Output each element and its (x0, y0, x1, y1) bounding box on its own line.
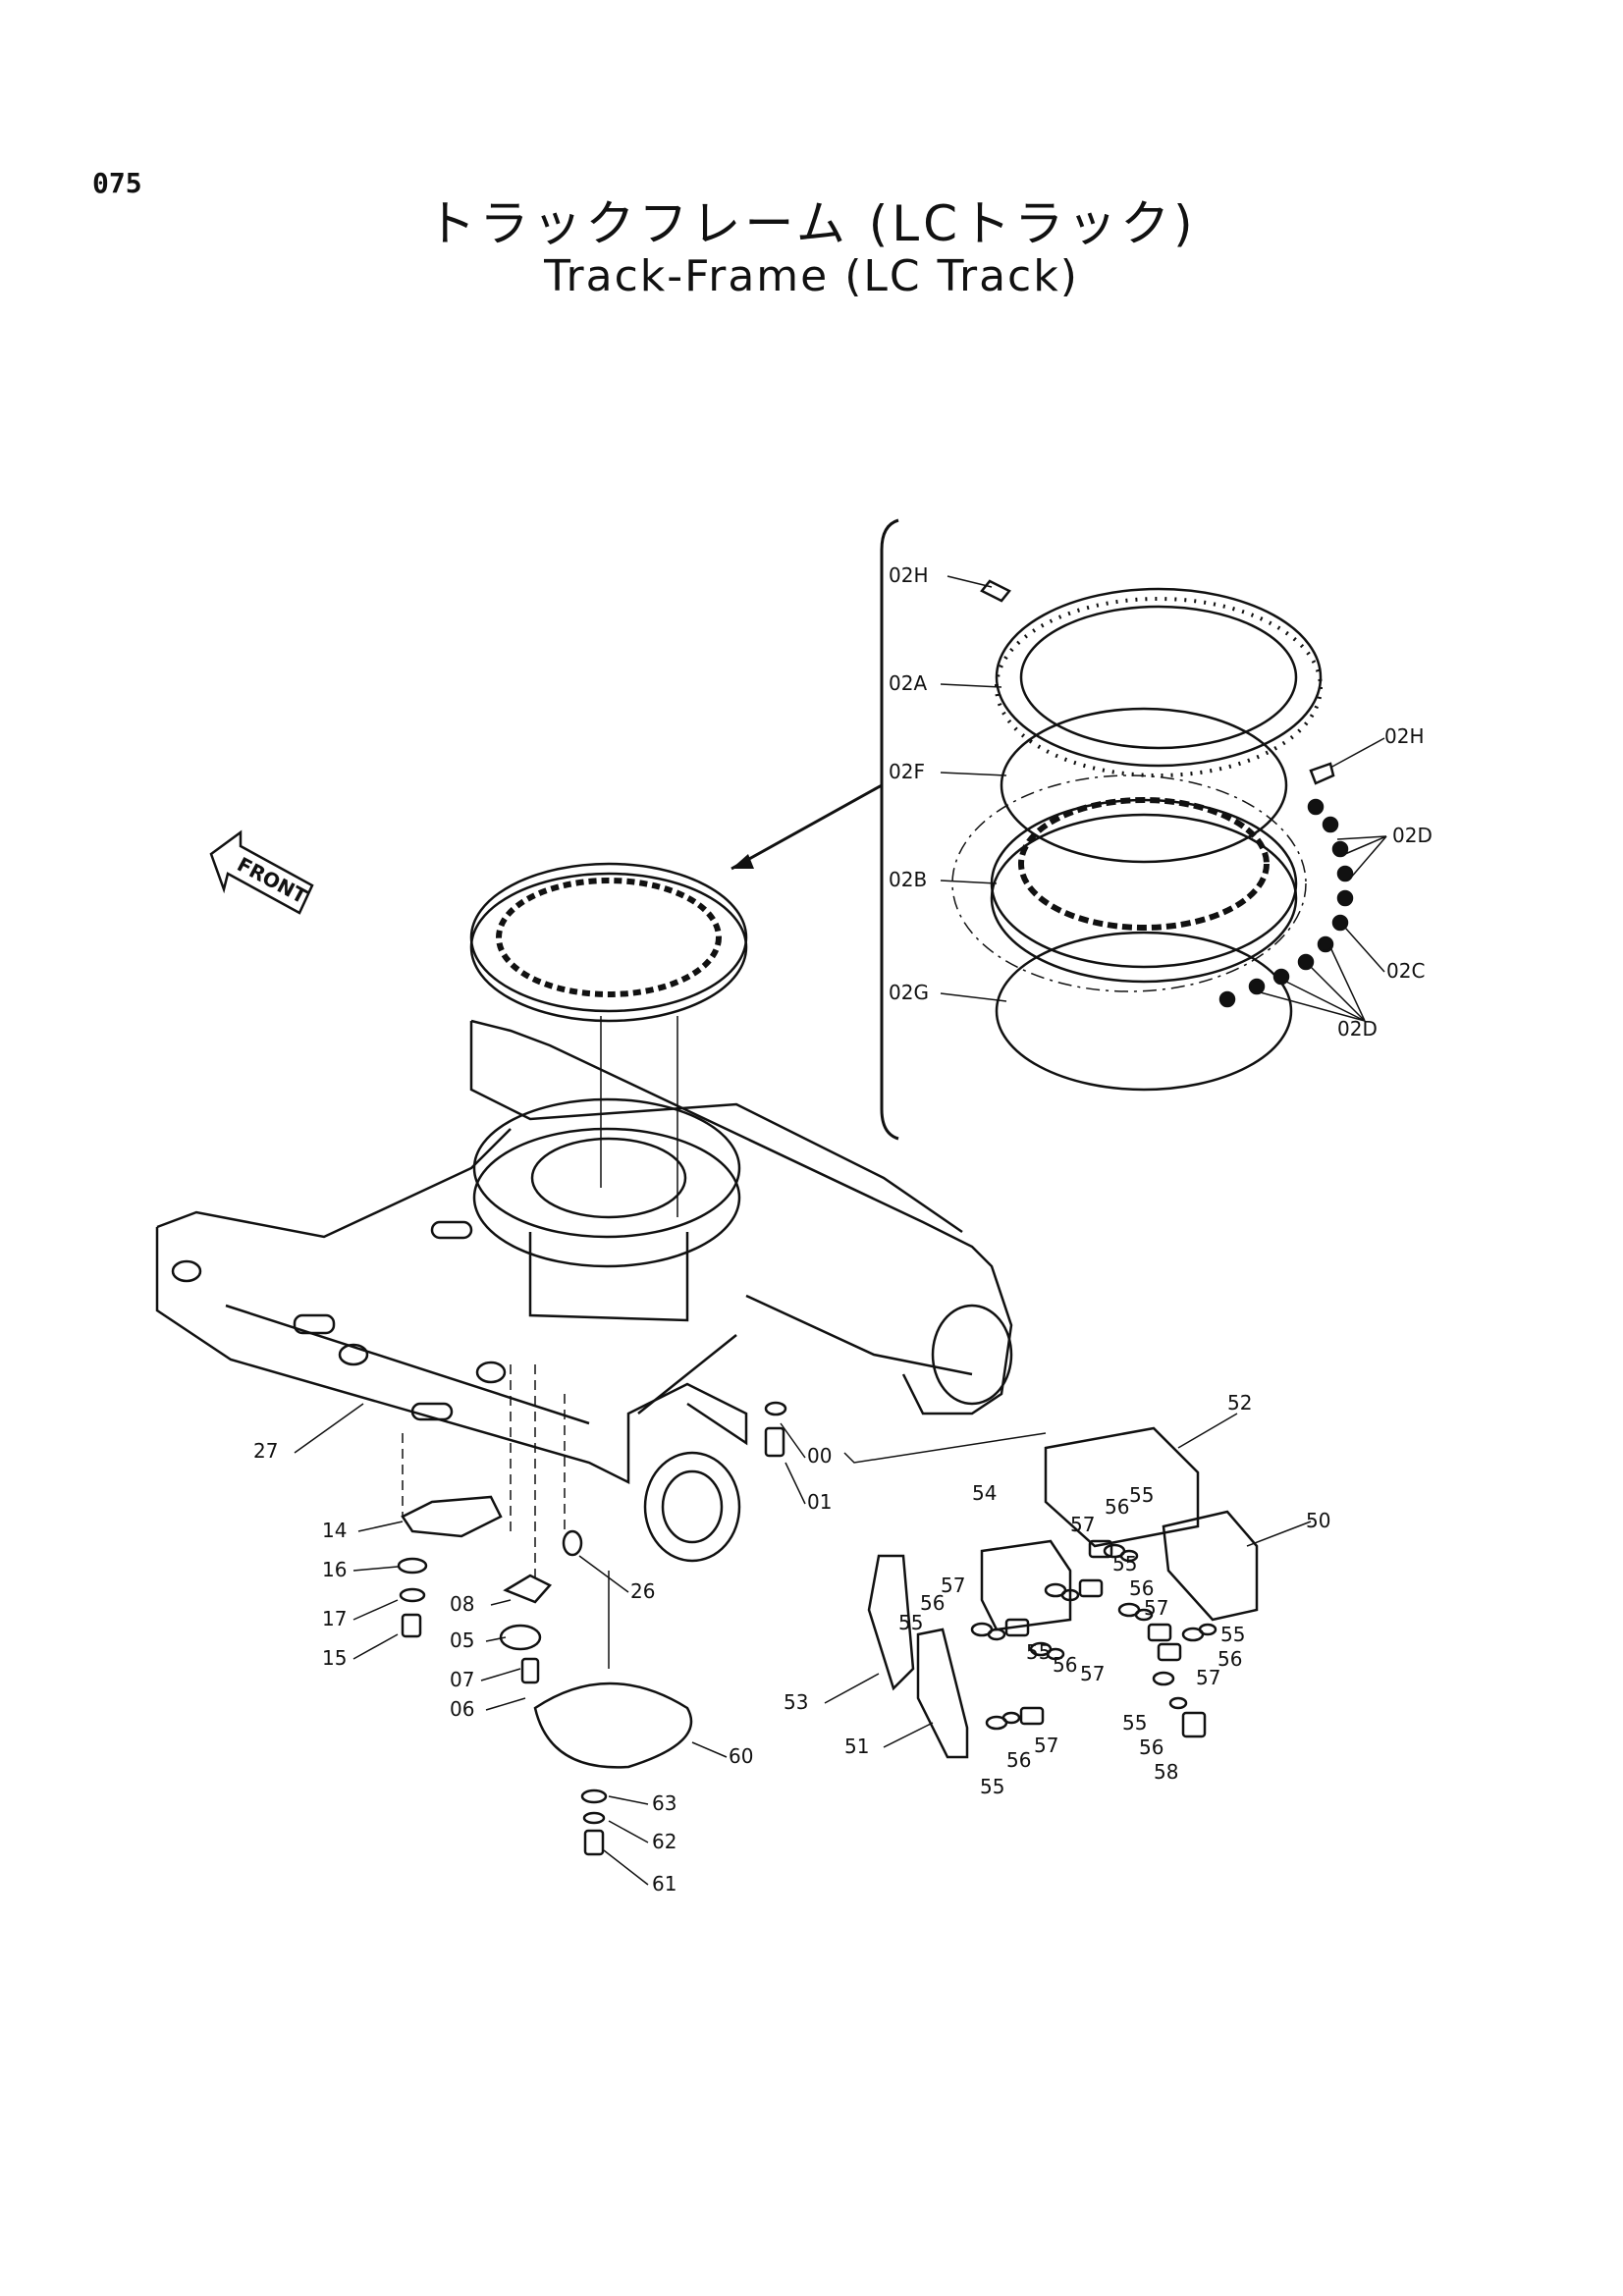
callout-56c: 56 (920, 1591, 945, 1615)
callout-57c: 57 (941, 1574, 965, 1597)
callout-55g: 55 (980, 1775, 1004, 1798)
callout-02A: 02A (889, 671, 927, 695)
callout-56d: 56 (1053, 1653, 1077, 1677)
hidden-lines (402, 1364, 566, 1580)
guide-plate-14 (401, 1495, 503, 1538)
hardware-left (397, 1529, 583, 1684)
callout-56e: 56 (1217, 1647, 1242, 1671)
callout-05: 05 (450, 1629, 474, 1652)
callout-56a: 56 (1105, 1495, 1129, 1519)
title-english: Track-Frame (LC Track) (544, 251, 1079, 301)
bearing-balls (1218, 798, 1354, 1008)
track-frame-body (155, 1019, 1013, 1563)
callout-55f: 55 (1122, 1711, 1147, 1735)
callout-02D_a: 02D (1392, 824, 1433, 847)
callout-02H_b: 02H (1384, 724, 1425, 748)
callout-54: 54 (972, 1481, 997, 1505)
callout-63: 63 (652, 1791, 676, 1815)
bearing-outer-ring (995, 587, 1323, 777)
callout-02F: 02F (889, 760, 925, 783)
callout-62: 62 (652, 1830, 676, 1853)
mounting-plates (867, 1426, 1259, 1759)
callout-26: 26 (630, 1579, 655, 1603)
callout-02D_b: 02D (1337, 1017, 1378, 1041)
callout-02G: 02G (889, 981, 929, 1004)
title-japanese: トラックフレーム (LCトラック) (426, 195, 1197, 252)
callout-60: 60 (729, 1744, 753, 1768)
guide-circle (951, 774, 1307, 992)
callout-50: 50 (1306, 1509, 1330, 1532)
callout-55a: 55 (1129, 1483, 1154, 1507)
grease-fittings (980, 579, 1335, 785)
bracket-arrow (730, 783, 883, 871)
callout-16: 16 (322, 1558, 347, 1581)
callout-55e: 55 (1220, 1623, 1245, 1646)
callout-15: 15 (322, 1646, 347, 1670)
callout-labels: 02H 02A 02F 02B 02G 02H 02D 02C 02D 27 00 01 14 16 17 1… (253, 563, 1433, 1896)
callout-56f: 56 (1139, 1735, 1163, 1759)
callout-55d: 55 (1026, 1640, 1051, 1664)
callout-57d: 57 (1080, 1662, 1105, 1685)
callout-52: 52 (1227, 1391, 1252, 1415)
callout-61: 61 (652, 1872, 676, 1896)
callout-02C: 02C (1386, 959, 1425, 983)
callout-53: 53 (784, 1690, 808, 1714)
callout-55b: 55 (1112, 1552, 1137, 1575)
callout-56g: 56 (1006, 1748, 1031, 1772)
callout-14: 14 (322, 1519, 347, 1542)
connector-line (843, 1432, 1047, 1464)
swing-bearing-assembled (469, 862, 748, 1023)
callout-17: 17 (322, 1607, 347, 1630)
callout-02B: 02B (889, 868, 927, 891)
callout-02H_a: 02H (889, 563, 929, 587)
callout-06: 06 (450, 1697, 474, 1721)
callout-57b: 57 (1144, 1596, 1168, 1620)
callout-56b: 56 (1129, 1576, 1154, 1600)
callout-57f: 57 (1034, 1734, 1058, 1757)
bearing-inner-race (990, 797, 1298, 984)
callout-51: 51 (844, 1735, 869, 1758)
group-bracket (880, 518, 899, 1141)
hardware-bottom (580, 1789, 608, 1856)
callout-55c: 55 (898, 1611, 923, 1634)
cover-plate-60 (533, 1571, 693, 1769)
callout-00: 00 (807, 1444, 832, 1468)
callout-08: 08 (450, 1592, 474, 1616)
callout-57a: 57 (1070, 1513, 1095, 1536)
front-label: FRONT (234, 852, 311, 908)
leader-lines (294, 575, 1387, 1886)
seal-02F (1000, 707, 1288, 864)
seal-02G (995, 931, 1293, 1092)
hardware-right-center (764, 1401, 787, 1458)
callout-58: 58 (1154, 1760, 1178, 1784)
callout-57e: 57 (1196, 1666, 1220, 1689)
front-arrow: FRONT (209, 829, 314, 915)
callout-27: 27 (253, 1439, 278, 1463)
page-number: 075 (92, 167, 142, 199)
callout-07: 07 (450, 1668, 474, 1691)
callout-01: 01 (807, 1490, 832, 1514)
hardware-plates (970, 1539, 1217, 1738)
